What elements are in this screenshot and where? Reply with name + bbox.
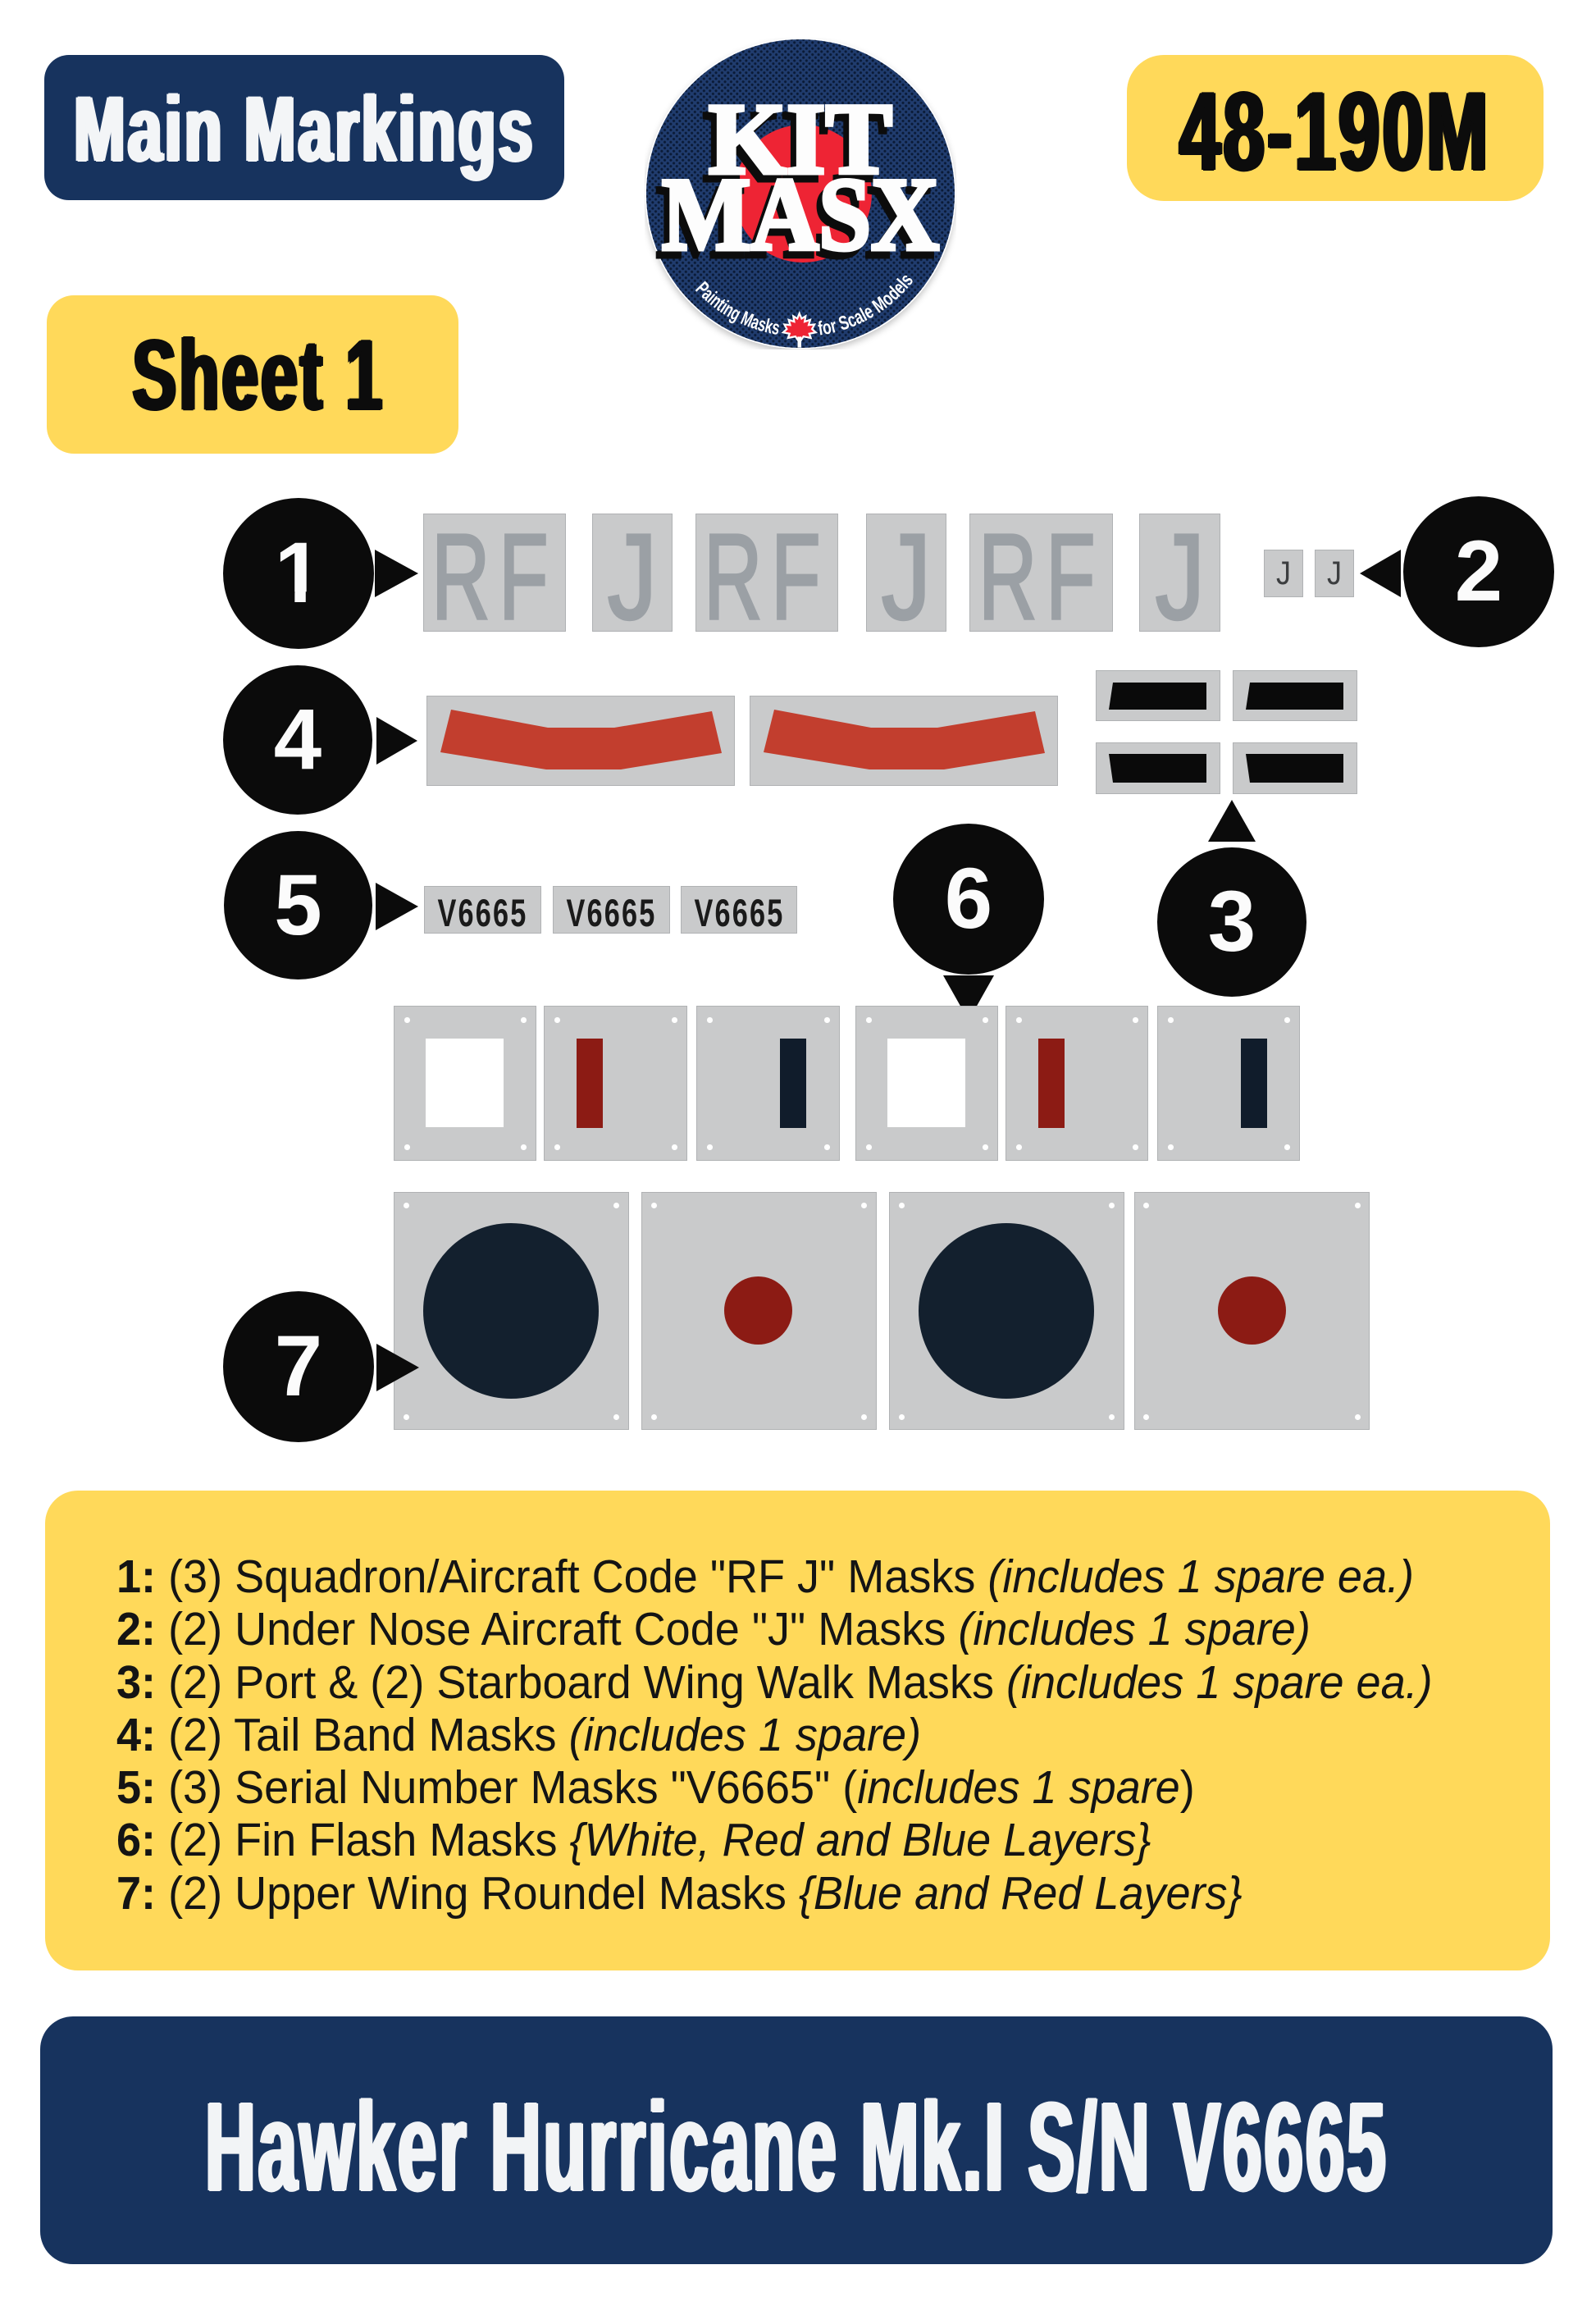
svg-text:KIT: KIT <box>709 83 892 195</box>
svg-text:MASX: MASX <box>662 158 939 272</box>
svg-text:MASX: MASX <box>656 165 933 280</box>
svg-text:KIT: KIT <box>703 90 887 203</box>
